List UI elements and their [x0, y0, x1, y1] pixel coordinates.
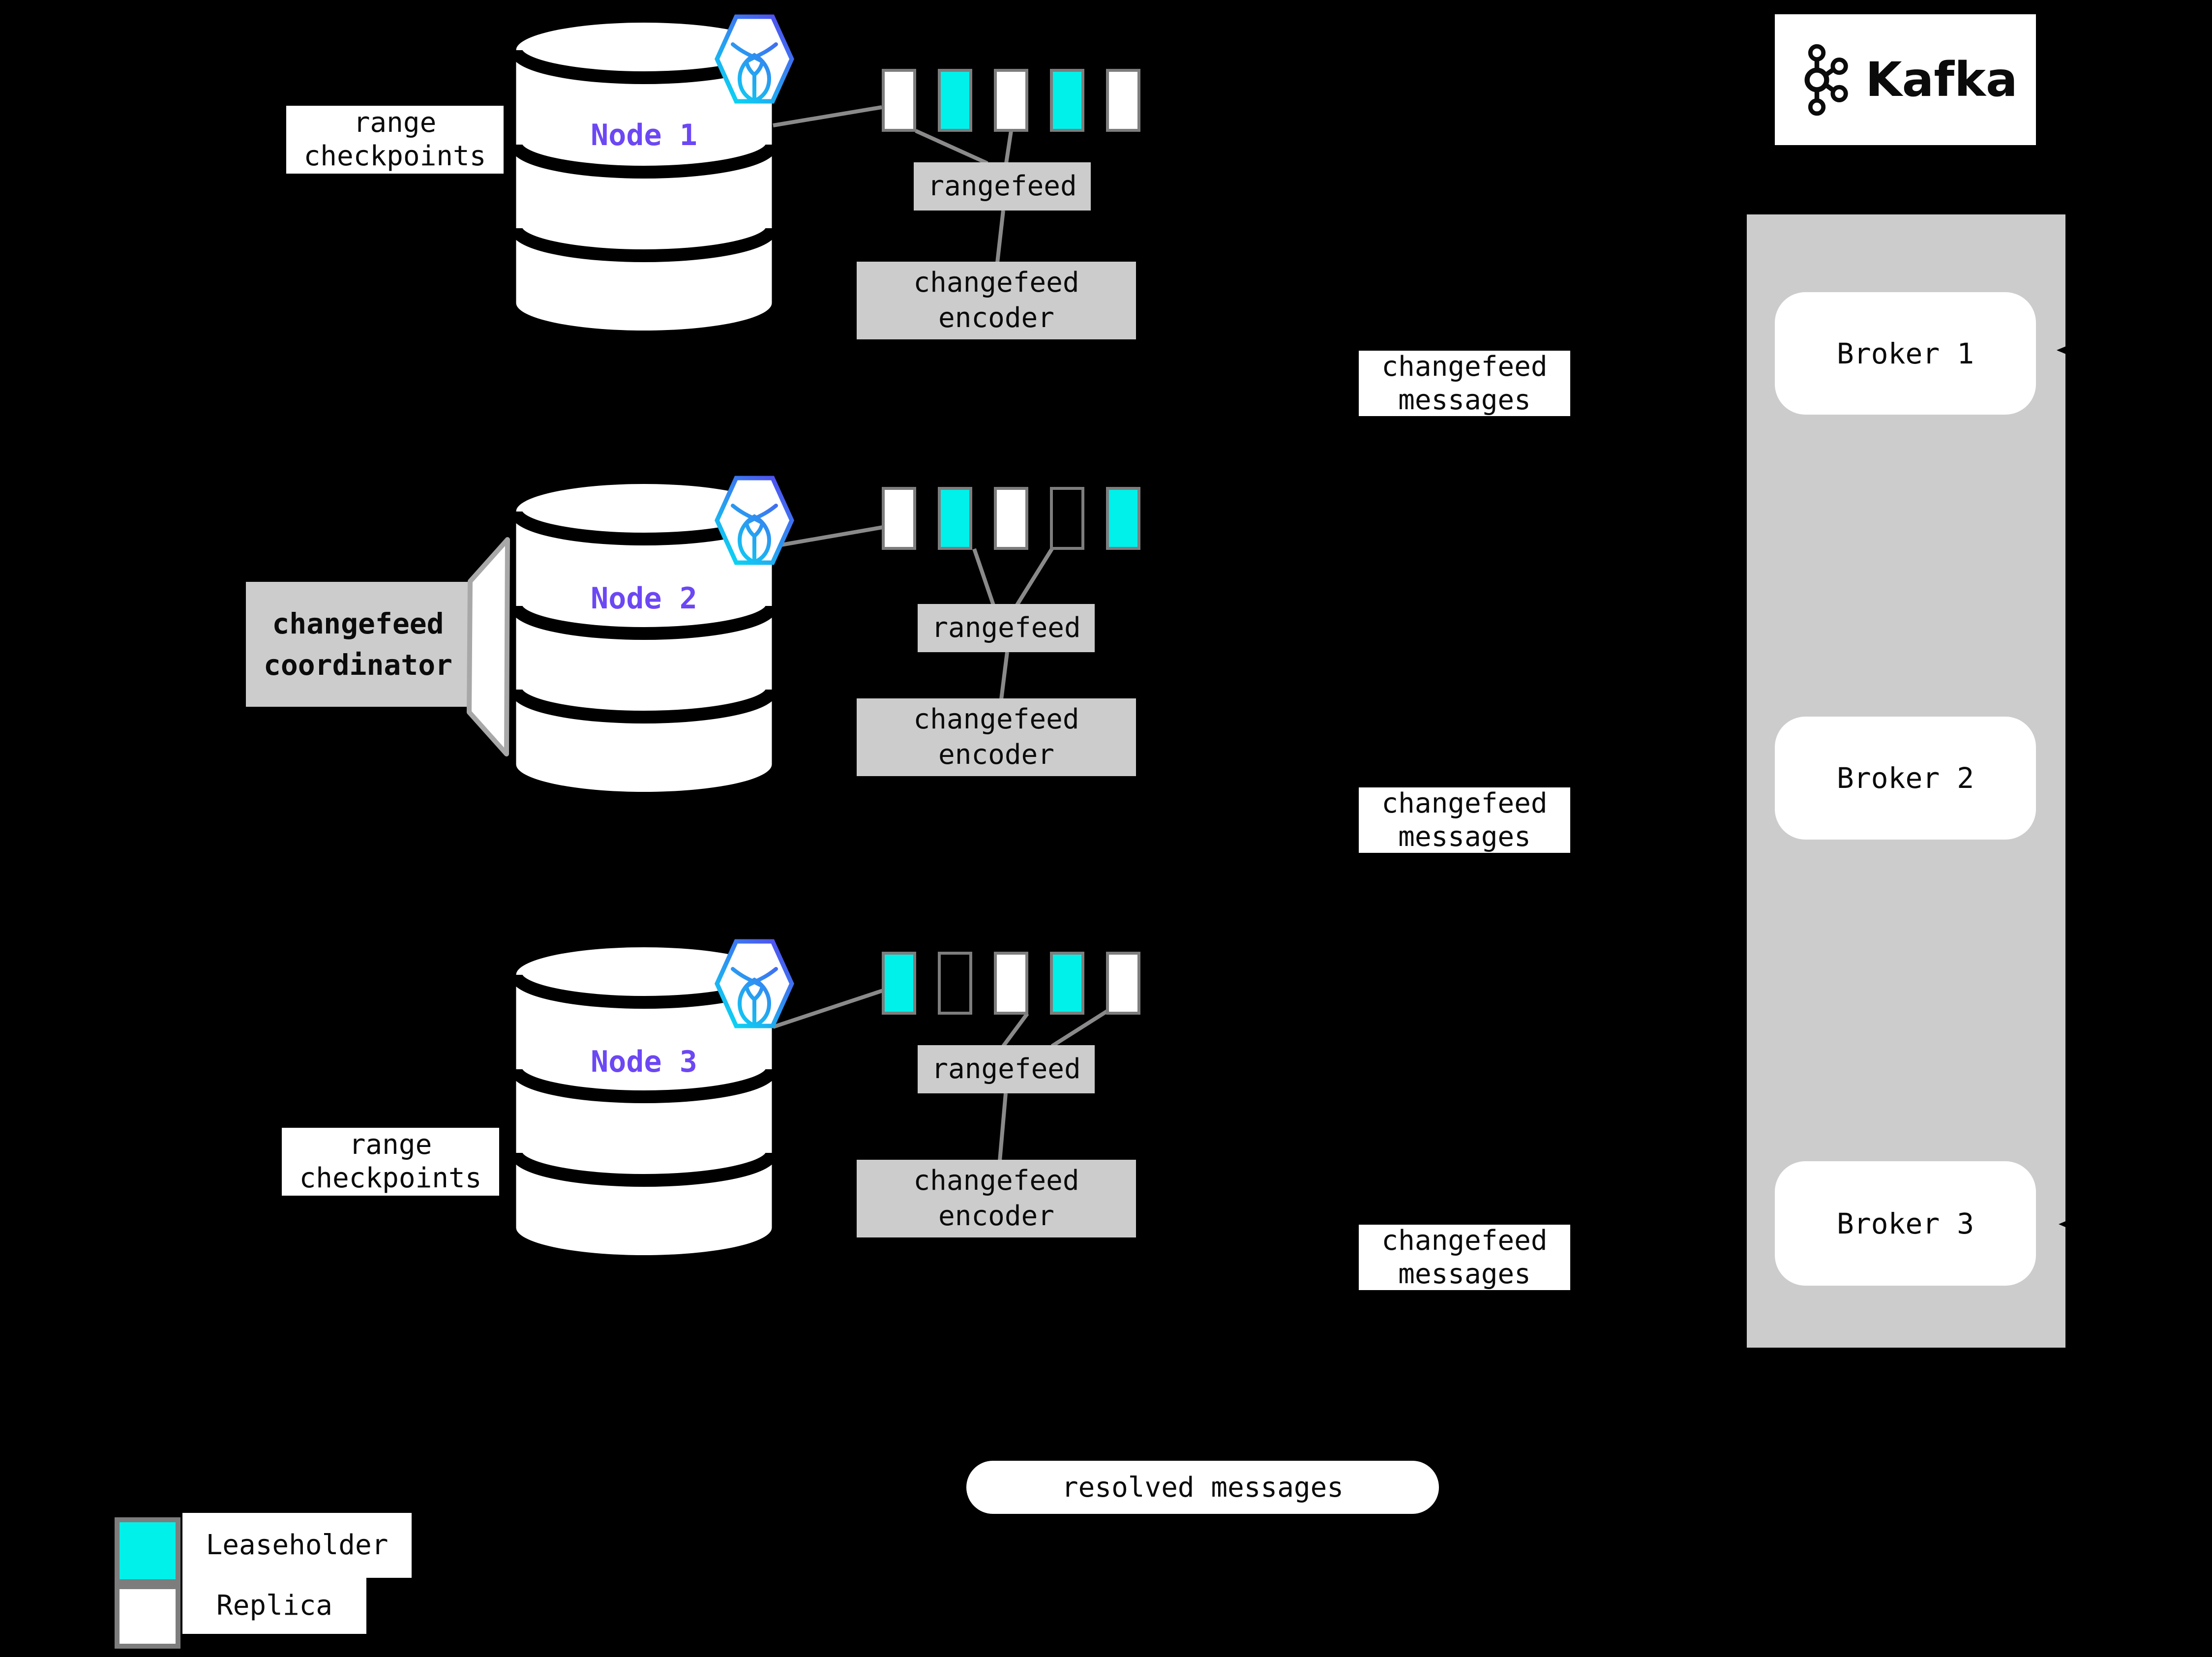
legend-leaseholder-label: Leaseholder	[182, 1513, 412, 1578]
node1-range-checkpoints-label: range checkpoints	[286, 106, 504, 174]
kafka-logo-box: Kafka	[1775, 14, 2036, 145]
node3-changefeed-messages-label: changefeed messages	[1359, 1225, 1570, 1290]
node3-range-3	[994, 952, 1028, 1015]
kafka-broker-1: Broker 1	[1775, 292, 2036, 415]
changefeed-coordinator-label: changefeed coordinator	[246, 582, 470, 707]
node1-label: Node 1	[591, 118, 697, 152]
node3-range-checkpoints-label: range checkpoints	[282, 1128, 499, 1196]
legend-leaseholder-swatch	[115, 1517, 180, 1584]
node3-range-2	[938, 952, 972, 1015]
connector-node3-range	[772, 989, 884, 1029]
connector-rangefeed2-encoder	[999, 652, 1009, 700]
legend-replica-label: Replica	[182, 1578, 366, 1634]
node1-rangefeed-box: rangefeed	[914, 162, 1091, 211]
node3-range-1	[882, 952, 916, 1015]
node1-changefeed-messages-label: changefeed messages	[1359, 351, 1570, 416]
node2-changefeed-encoder-box: changefeed encoder	[857, 698, 1136, 776]
cockroachdb-icon	[715, 476, 794, 565]
node1-range-3	[994, 69, 1028, 132]
node2-rangefeed-box: rangefeed	[918, 604, 1095, 652]
connector-range3-rangefeed	[1004, 130, 1013, 164]
node3-range-5	[1106, 952, 1140, 1015]
connector-range2-rangefeed	[972, 548, 995, 606]
node2-range-4	[1050, 487, 1084, 550]
kafka-wordmark: Kafka	[1865, 52, 2018, 107]
node3-range-4	[1050, 952, 1084, 1015]
kafka-broker-2: Broker 2	[1775, 717, 2036, 840]
node2-label: Node 2	[591, 581, 697, 616]
kafka-logo-icon	[1804, 44, 1848, 116]
connector-range3b-rangefeed	[1001, 1012, 1029, 1048]
node1-changefeed-encoder-box: changefeed encoder	[857, 262, 1136, 339]
connector-range4-rangefeed	[1015, 547, 1054, 606]
node1-range-1	[882, 69, 916, 132]
node1-database-cylinder	[515, 23, 773, 331]
connector-node2-range	[769, 525, 883, 549]
node2-range-5	[1106, 487, 1140, 550]
connector-node1-range	[773, 105, 882, 127]
node3-rangefeed-box: rangefeed	[918, 1045, 1095, 1093]
node1-range-5	[1106, 69, 1140, 132]
connector-lines	[769, 105, 1108, 1161]
connector-rangefeed1-encoder	[995, 210, 1005, 263]
node2-database-cylinder	[515, 484, 773, 792]
node2-range-3	[994, 487, 1028, 550]
kafka-broker-3: Broker 3	[1775, 1161, 2036, 1286]
cockroachdb-icon	[715, 14, 794, 104]
node3-changefeed-encoder-box: changefeed encoder	[857, 1160, 1136, 1237]
node2-range-2	[938, 487, 972, 550]
node3-label: Node 3	[591, 1045, 697, 1079]
node2-changefeed-messages-label: changefeed messages	[1359, 787, 1570, 853]
connector-range1-rangefeed	[915, 129, 988, 165]
resolved-messages-label: resolved messages	[966, 1461, 1439, 1514]
cockroachdb-icon	[715, 939, 794, 1028]
node1-range-4	[1050, 69, 1084, 132]
connector-rangefeed3-encoder	[998, 1093, 1008, 1161]
node2-range-1	[882, 487, 916, 550]
legend-replica-swatch	[115, 1584, 180, 1649]
node1-range-2	[938, 69, 972, 132]
connector-range5-rangefeed	[1050, 1009, 1108, 1048]
